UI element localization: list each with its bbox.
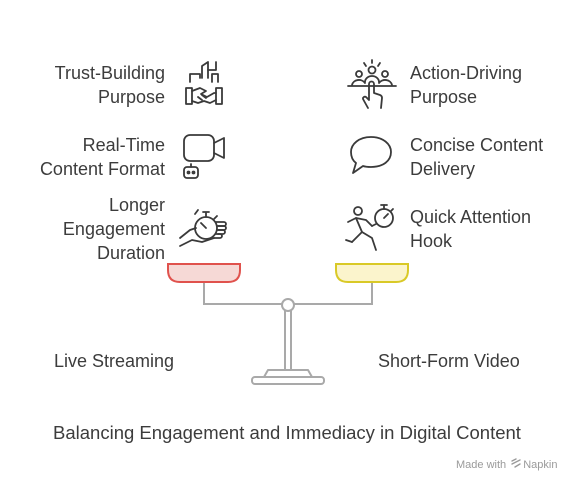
scale-base-top bbox=[263, 369, 313, 378]
watermark: Made with Napkin bbox=[456, 458, 558, 471]
scale-pivot bbox=[281, 298, 295, 312]
napkin-logo-icon bbox=[511, 458, 521, 471]
scale-pillar bbox=[284, 305, 292, 371]
right-label-concise-content: Concise Content Delivery bbox=[410, 135, 544, 179]
diagram-title: Balancing Engagement and Immediacy in Di… bbox=[53, 422, 521, 443]
right-pan bbox=[335, 263, 409, 283]
runner-stopwatch-icon bbox=[344, 202, 398, 254]
left-label-trust-building: Trust-Building Purpose bbox=[54, 63, 165, 107]
video-camera-robot-icon bbox=[180, 131, 228, 181]
right-label-action-driving: Action-Driving Purpose bbox=[410, 63, 523, 107]
left-label-real-time: Real-Time Content Format bbox=[39, 135, 165, 179]
speech-bubble-icon bbox=[348, 134, 394, 176]
hand-stopwatch-icon bbox=[178, 202, 230, 252]
crowd-pointing-hand-icon bbox=[346, 58, 398, 110]
left-pan bbox=[167, 263, 241, 283]
right-base-label: Short-Form Video bbox=[378, 351, 520, 371]
handshake-buildings-icon bbox=[182, 60, 226, 108]
left-base-label: Live Streaming bbox=[54, 351, 175, 371]
left-label-longer-engagement: Longer Engagement Duration bbox=[62, 195, 165, 263]
scale-base bbox=[251, 376, 325, 385]
right-label-quick-attention: Quick Attention Hook bbox=[410, 207, 532, 251]
